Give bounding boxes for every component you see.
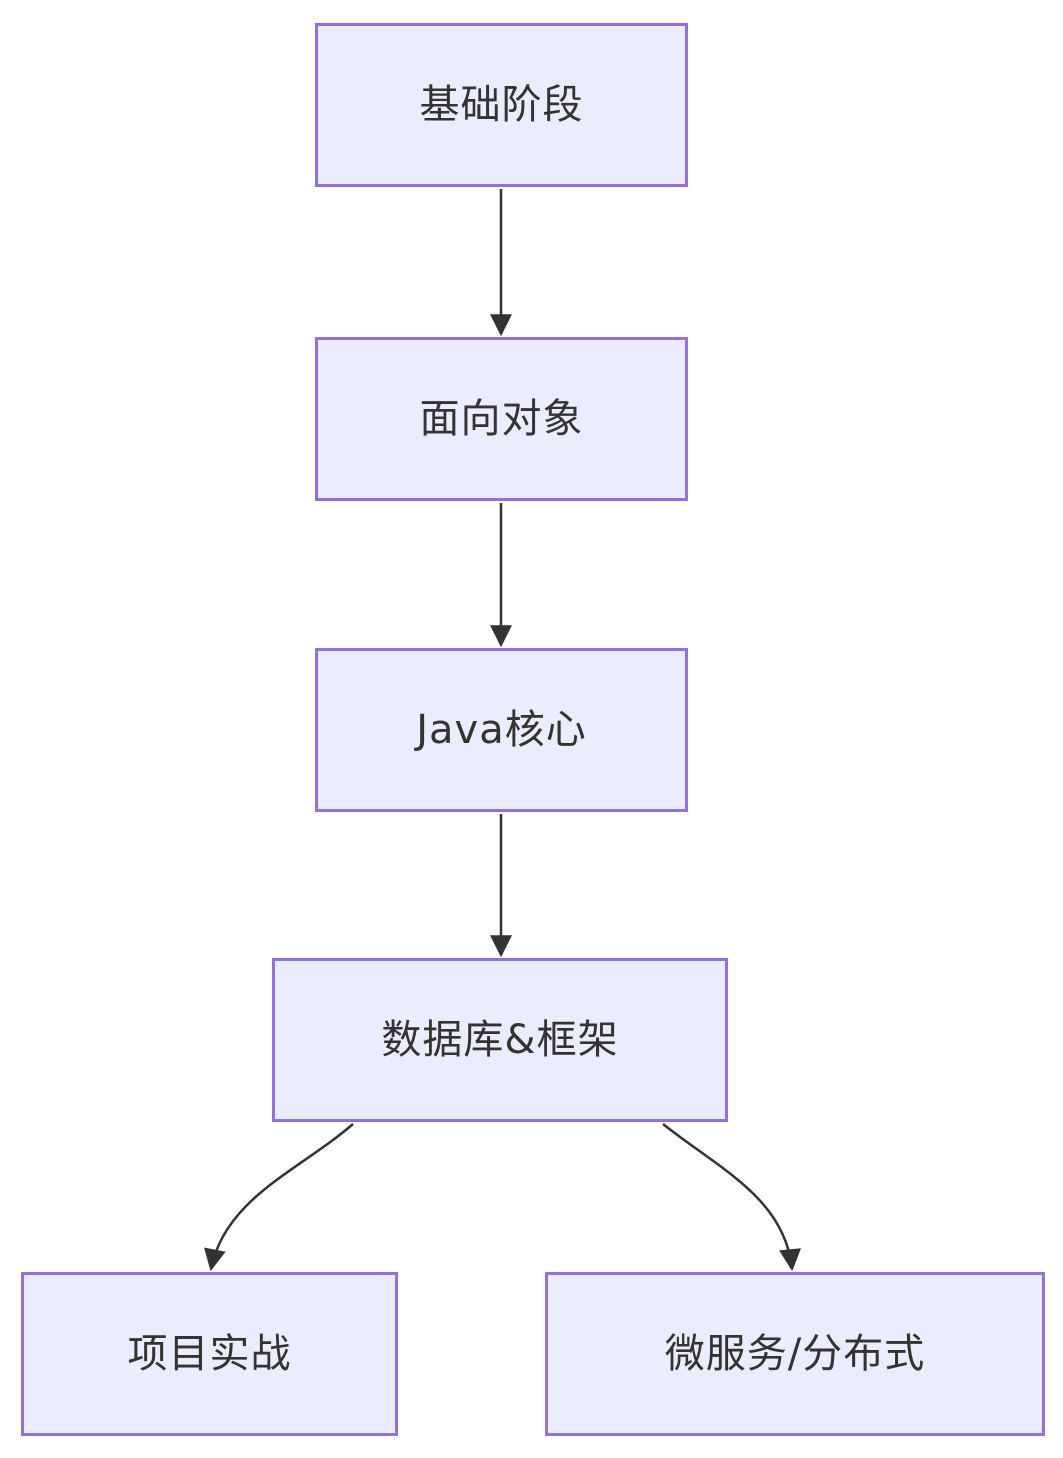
- node-microservice-distributed: 微服务/分布式: [545, 1272, 1045, 1436]
- node-label: 数据库&框架: [381, 1017, 619, 1063]
- node-label: 基础阶段: [419, 82, 584, 128]
- node-label: 项目实战: [127, 1331, 292, 1377]
- node-label: 微服务/分布式: [664, 1331, 926, 1377]
- node-label: 面向对象: [419, 396, 584, 442]
- edge-arrow-database-to-project: [204, 1123, 354, 1272]
- node-java-core: Java核心: [315, 648, 688, 812]
- node-database-framework: 数据库&框架: [272, 958, 728, 1122]
- node-label: Java核心: [416, 707, 587, 753]
- node-foundation-stage: 基础阶段: [315, 23, 688, 187]
- node-object-oriented: 面向对象: [315, 337, 688, 501]
- node-project-practice: 项目实战: [21, 1272, 398, 1436]
- edge-arrow-database-to-microservice: [662, 1123, 801, 1272]
